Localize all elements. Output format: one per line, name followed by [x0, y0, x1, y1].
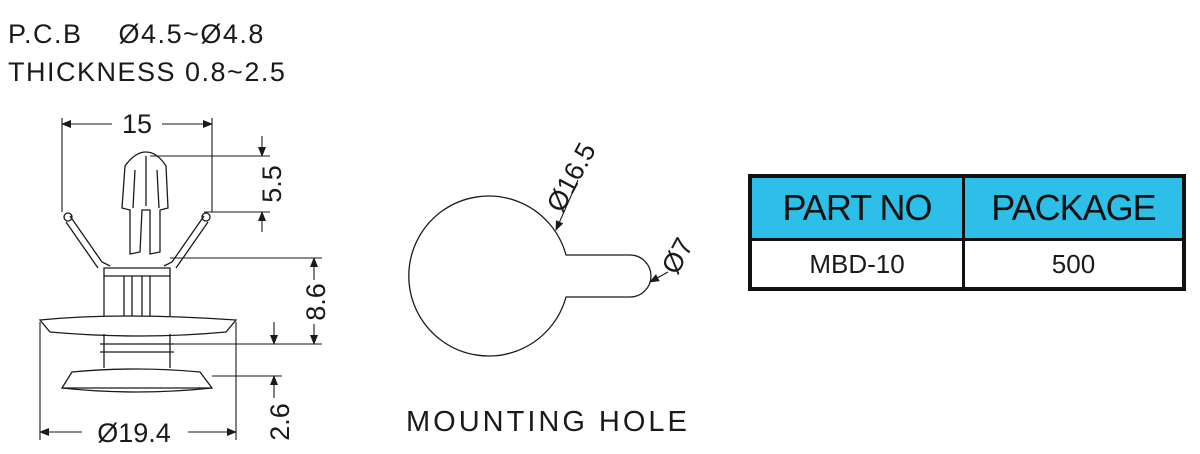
table-row: MBD-10 500 — [748, 238, 1186, 291]
parts-table: PART NO PACKAGE MBD-10 500 — [748, 174, 1186, 291]
mounting-hole-outline — [408, 195, 652, 357]
dim-7-label: Ø7 — [656, 233, 699, 279]
header-package: PACKAGE — [962, 174, 1186, 241]
dim-19-4-label: Ø19.4 — [97, 418, 171, 448]
dim-2-6 — [174, 322, 282, 398]
dim-8-6 — [170, 257, 322, 345]
left-spring-arm-inner — [65, 221, 99, 269]
dim-19-4 — [39, 322, 237, 440]
left-spring-arm — [69, 215, 111, 267]
cell-package: 500 — [962, 238, 1186, 291]
parts-table-header-row: PART NO PACKAGE — [748, 174, 1186, 241]
arrow-head-split-left — [132, 169, 136, 209]
arrow-head-outline — [121, 151, 169, 255]
cell-part-no: MBD-10 — [748, 238, 965, 291]
right-spring-arm-inner — [175, 221, 209, 269]
mounting-hole-caption: MOUNTING HOLE — [406, 406, 690, 438]
dim-8-6-label: 8.6 — [301, 283, 331, 321]
dim-15 — [61, 118, 213, 212]
body-right-post — [149, 276, 171, 316]
body-center-gap — [131, 276, 143, 316]
dim-16-5-leader — [555, 179, 579, 231]
dim-5-5-label: 5.5 — [257, 165, 287, 203]
left-arm-tip — [63, 212, 73, 222]
thickness-spec: THICKNESS 0.8~2.5 — [8, 57, 287, 87]
middle-ring — [100, 343, 174, 353]
right-spring-arm — [163, 215, 205, 267]
header-part-no: PART NO — [748, 174, 965, 241]
dim-5-5 — [150, 136, 270, 232]
neck — [103, 267, 171, 277]
middle-shaft — [103, 334, 171, 368]
pcb-hole-spec: P.C.B Ø4.5~Ø4.8 — [8, 19, 265, 49]
dim-15-label: 15 — [122, 109, 152, 139]
dim-16-5-label: Ø16.5 — [541, 138, 602, 217]
upper-flange — [38, 315, 238, 337]
right-arm-tip — [201, 212, 211, 222]
body-left-post — [103, 276, 125, 316]
dim-7-leader — [649, 271, 669, 283]
support-side-view — [38, 151, 238, 393]
dim-2-6-label: 2.6 — [265, 403, 295, 441]
arrow-head-split-right — [156, 169, 160, 209]
